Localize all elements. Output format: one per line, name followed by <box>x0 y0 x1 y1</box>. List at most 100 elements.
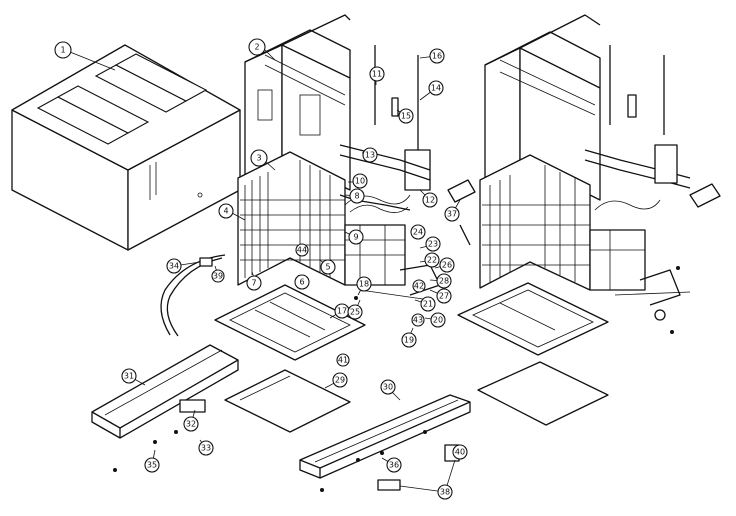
crumb-tray-right <box>457 282 609 356</box>
svg-text:18: 18 <box>359 280 369 289</box>
callout-12: 12 <box>422 192 438 208</box>
power-cord <box>160 224 471 337</box>
svg-text:37: 37 <box>447 210 457 219</box>
carriage-mechanism-right <box>584 144 721 321</box>
svg-text:16: 16 <box>432 52 442 61</box>
svg-text:12: 12 <box>425 196 435 205</box>
callout-4: 4 <box>218 203 234 219</box>
svg-text:1: 1 <box>60 46 65 55</box>
callout-30: 30 <box>380 379 396 395</box>
callout-34: 34 <box>166 258 182 274</box>
callout-24: 24 <box>410 224 426 240</box>
callout-43: 43 <box>411 313 425 327</box>
base-rail-left <box>91 344 239 439</box>
svg-text:9: 9 <box>353 233 358 242</box>
crumb-tray-left <box>214 284 366 361</box>
svg-text:44: 44 <box>297 246 307 255</box>
crumb-plate-right <box>477 361 609 426</box>
svg-text:26: 26 <box>442 261 452 270</box>
screws <box>113 266 680 492</box>
callout-32: 32 <box>183 416 199 432</box>
svg-text:24: 24 <box>413 228 423 237</box>
svg-text:17: 17 <box>337 307 347 316</box>
svg-text:30: 30 <box>383 383 393 392</box>
callout-17: 17 <box>334 303 350 319</box>
svg-text:29: 29 <box>335 376 345 385</box>
frame-left <box>244 14 351 191</box>
svg-text:33: 33 <box>201 444 211 453</box>
callout-38: 38 <box>437 484 453 500</box>
svg-text:36: 36 <box>389 461 399 470</box>
callout-41: 41 <box>336 353 350 367</box>
svg-text:13: 13 <box>365 151 375 160</box>
callout-9: 9 <box>348 229 364 245</box>
crumb-plate <box>224 369 351 433</box>
svg-text:32: 32 <box>186 420 196 429</box>
carriage-mechanism-left <box>339 45 476 301</box>
svg-text:4: 4 <box>223 207 228 216</box>
callout-33: 33 <box>198 440 214 456</box>
svg-text:39: 39 <box>213 272 223 281</box>
callout-25: 25 <box>347 304 363 320</box>
svg-text:35: 35 <box>147 461 157 470</box>
svg-text:11: 11 <box>372 70 382 79</box>
callout-3: 3 <box>250 149 268 167</box>
svg-text:6: 6 <box>299 278 304 287</box>
svg-text:14: 14 <box>431 84 441 93</box>
callout-19: 19 <box>401 332 417 348</box>
svg-text:8: 8 <box>354 192 359 201</box>
callout-1: 1 <box>54 41 72 59</box>
callout-44: 44 <box>295 243 309 257</box>
svg-text:41: 41 <box>338 356 348 365</box>
svg-text:42: 42 <box>414 282 424 291</box>
svg-text:22: 22 <box>427 256 437 265</box>
callout-28: 28 <box>436 273 452 289</box>
callout-10: 10 <box>352 173 368 189</box>
svg-text:3: 3 <box>256 154 261 163</box>
callout-13: 13 <box>362 147 378 163</box>
callout-29: 29 <box>332 372 348 388</box>
callout-22: 22 <box>424 252 440 268</box>
outer-housing <box>11 44 241 251</box>
callout-18: 18 <box>356 276 372 292</box>
callout-42: 42 <box>412 279 426 293</box>
callout-15: 15 <box>398 108 414 124</box>
svg-text:25: 25 <box>350 308 360 317</box>
svg-text:40: 40 <box>455 448 465 457</box>
svg-text:34: 34 <box>169 262 179 271</box>
callout-37: 37 <box>444 206 460 222</box>
callout-39: 39 <box>211 269 225 283</box>
svg-text:23: 23 <box>428 240 438 249</box>
svg-text:28: 28 <box>439 277 449 286</box>
svg-text:15: 15 <box>401 112 411 121</box>
callout-14: 14 <box>428 80 444 96</box>
callout-36: 36 <box>386 457 402 473</box>
callout-20: 20 <box>430 312 446 328</box>
callouts: 1 2 3 4 5 6 7 8 9 10 11 12 13 14 15 16 1… <box>54 38 468 500</box>
svg-text:27: 27 <box>439 292 449 301</box>
svg-text:10: 10 <box>355 177 365 186</box>
svg-text:43: 43 <box>413 316 423 325</box>
callout-27: 27 <box>436 288 452 304</box>
callout-31: 31 <box>121 368 137 384</box>
callout-40: 40 <box>452 444 468 460</box>
callout-23: 23 <box>425 236 441 252</box>
svg-text:20: 20 <box>433 316 443 325</box>
callout-11: 11 <box>369 66 385 82</box>
svg-text:38: 38 <box>440 488 450 497</box>
svg-text:7: 7 <box>251 279 256 288</box>
callout-26: 26 <box>439 257 455 273</box>
callout-7: 7 <box>246 275 262 291</box>
callout-5: 5 <box>320 259 336 275</box>
svg-text:31: 31 <box>124 372 134 381</box>
callout-8: 8 <box>349 188 365 204</box>
callout-21: 21 <box>420 296 436 312</box>
svg-text:2: 2 <box>254 43 259 52</box>
callout-35: 35 <box>144 457 160 473</box>
svg-text:21: 21 <box>423 300 433 309</box>
svg-text:5: 5 <box>325 263 330 272</box>
callout-16: 16 <box>429 48 445 64</box>
svg-text:19: 19 <box>404 336 414 345</box>
front-rail <box>299 394 471 479</box>
